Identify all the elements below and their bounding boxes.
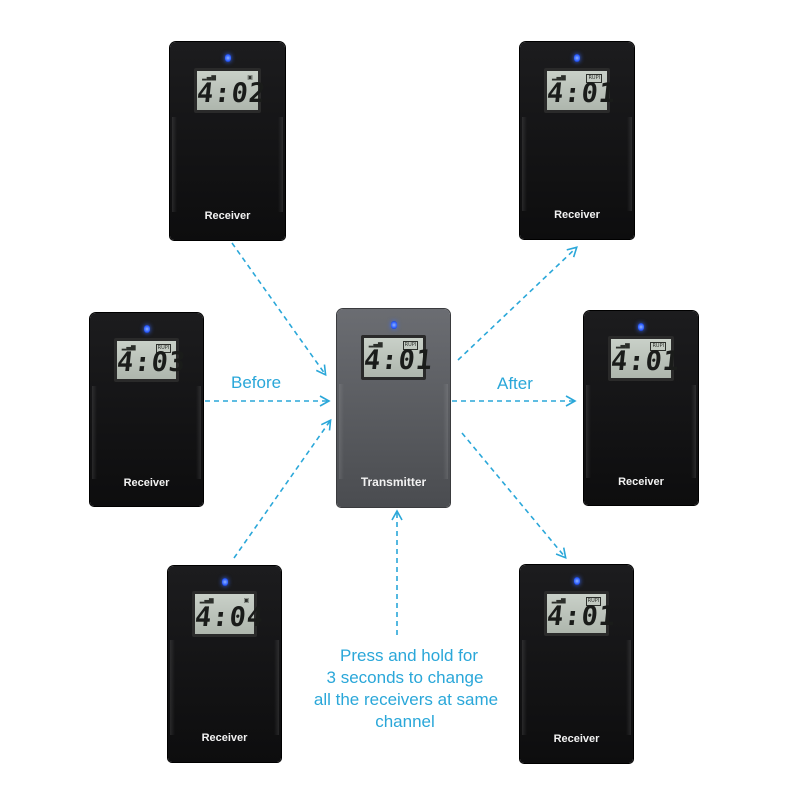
signal-icon: ▂▄▆	[551, 73, 566, 81]
lcd-display: ▂▄▆ RUPI 4:01	[543, 67, 618, 113]
channel-readout: 4:01	[609, 345, 682, 377]
led-indicator	[221, 577, 228, 586]
device-label: Receiver	[554, 209, 600, 222]
lock-icon: ▣	[243, 597, 250, 605]
device-label: Receiver	[201, 732, 248, 745]
channel-readout: 4:03	[115, 347, 188, 379]
lock-icon: ▣	[247, 73, 253, 81]
receiver-top-left: ▂▄▆ ▣ 4:02 Receiver	[170, 42, 285, 240]
led-indicator	[390, 320, 397, 329]
channel-readout: 4:04	[193, 601, 266, 633]
signal-icon: ▂▄▆	[202, 73, 216, 81]
battery-tag: RUPI	[402, 340, 419, 350]
instruction-line: channel	[375, 712, 435, 731]
receiver-mid-right: ▂▄▆ RUPI 4:01 Receiver	[584, 311, 698, 505]
lcd-display: ▂▄▆ RUPI 4:01	[543, 590, 618, 637]
signal-icon: ▂▄▆	[615, 342, 630, 350]
battery-tag: RUPI	[650, 342, 667, 352]
transmitter: ▂▄▆ RUPI 4:01 Transmitter	[337, 309, 450, 507]
instruction-line: Press and hold for	[340, 646, 478, 665]
channel-readout: 4:01	[545, 77, 618, 109]
receiver-bottom-right: ▂▄▆ RUPI 4:01 Receiver	[520, 565, 633, 763]
before-label: Before	[231, 373, 282, 392]
arrow-top-left-to-transmitter	[231, 242, 327, 377]
arrow-transmitter-to-bottom-right	[461, 432, 567, 560]
device-label: Receiver	[123, 476, 170, 489]
after-label: After	[497, 374, 533, 393]
arrow-transmitter-to-top-right	[457, 246, 578, 361]
signal-icon: ▂▄▆	[368, 340, 383, 348]
channel-readout: 4:01	[362, 345, 435, 377]
led-indicator	[224, 53, 231, 62]
lcd-display: ▂▄▆ RUPI 4:03	[113, 338, 188, 383]
signal-icon: ▂▄▆	[551, 596, 566, 604]
lcd-display: ▂▄▆ ▣ 4:02	[194, 67, 268, 114]
device-label: Receiver	[204, 210, 251, 223]
receiver-top-right: ▂▄▆ RUPI 4:01 Receiver	[520, 42, 634, 239]
channel-readout: 4:01	[545, 601, 618, 633]
instruction-line: all the receivers at same	[313, 690, 499, 709]
device-label: Transmitter	[360, 475, 427, 490]
lcd-display: ▂▄▆ RUPI 4:01	[360, 334, 435, 381]
channel-readout: 4:02	[195, 78, 268, 110]
instruction-text: Press and hold for 3 seconds to change a…	[290, 645, 520, 733]
device-label: Receiver	[618, 475, 664, 488]
led-indicator	[638, 322, 644, 331]
battery-tag: RUPI	[155, 344, 172, 354]
led-indicator	[143, 324, 150, 333]
led-indicator	[574, 53, 580, 62]
signal-icon: ▂▄▆	[121, 344, 136, 352]
device-label: Receiver	[553, 733, 600, 746]
led-indicator	[573, 576, 580, 585]
instruction-line: 3 seconds to change	[326, 668, 484, 687]
signal-icon: ▂▄▆	[199, 597, 214, 605]
battery-tag: RUPI	[586, 73, 603, 83]
receiver-bottom-left: ▂▄▆ ▣ 4:04 Receiver	[168, 566, 281, 762]
lcd-display: ▂▄▆ ▣ 4:04	[191, 591, 266, 637]
arrow-bottom-left-to-transmitter	[233, 418, 332, 559]
battery-tag: RUPI	[585, 596, 602, 606]
receiver-mid-left: ▂▄▆ RUPI 4:03 Receiver	[90, 313, 203, 506]
lcd-display: ▂▄▆ RUPI 4:01	[607, 336, 682, 381]
